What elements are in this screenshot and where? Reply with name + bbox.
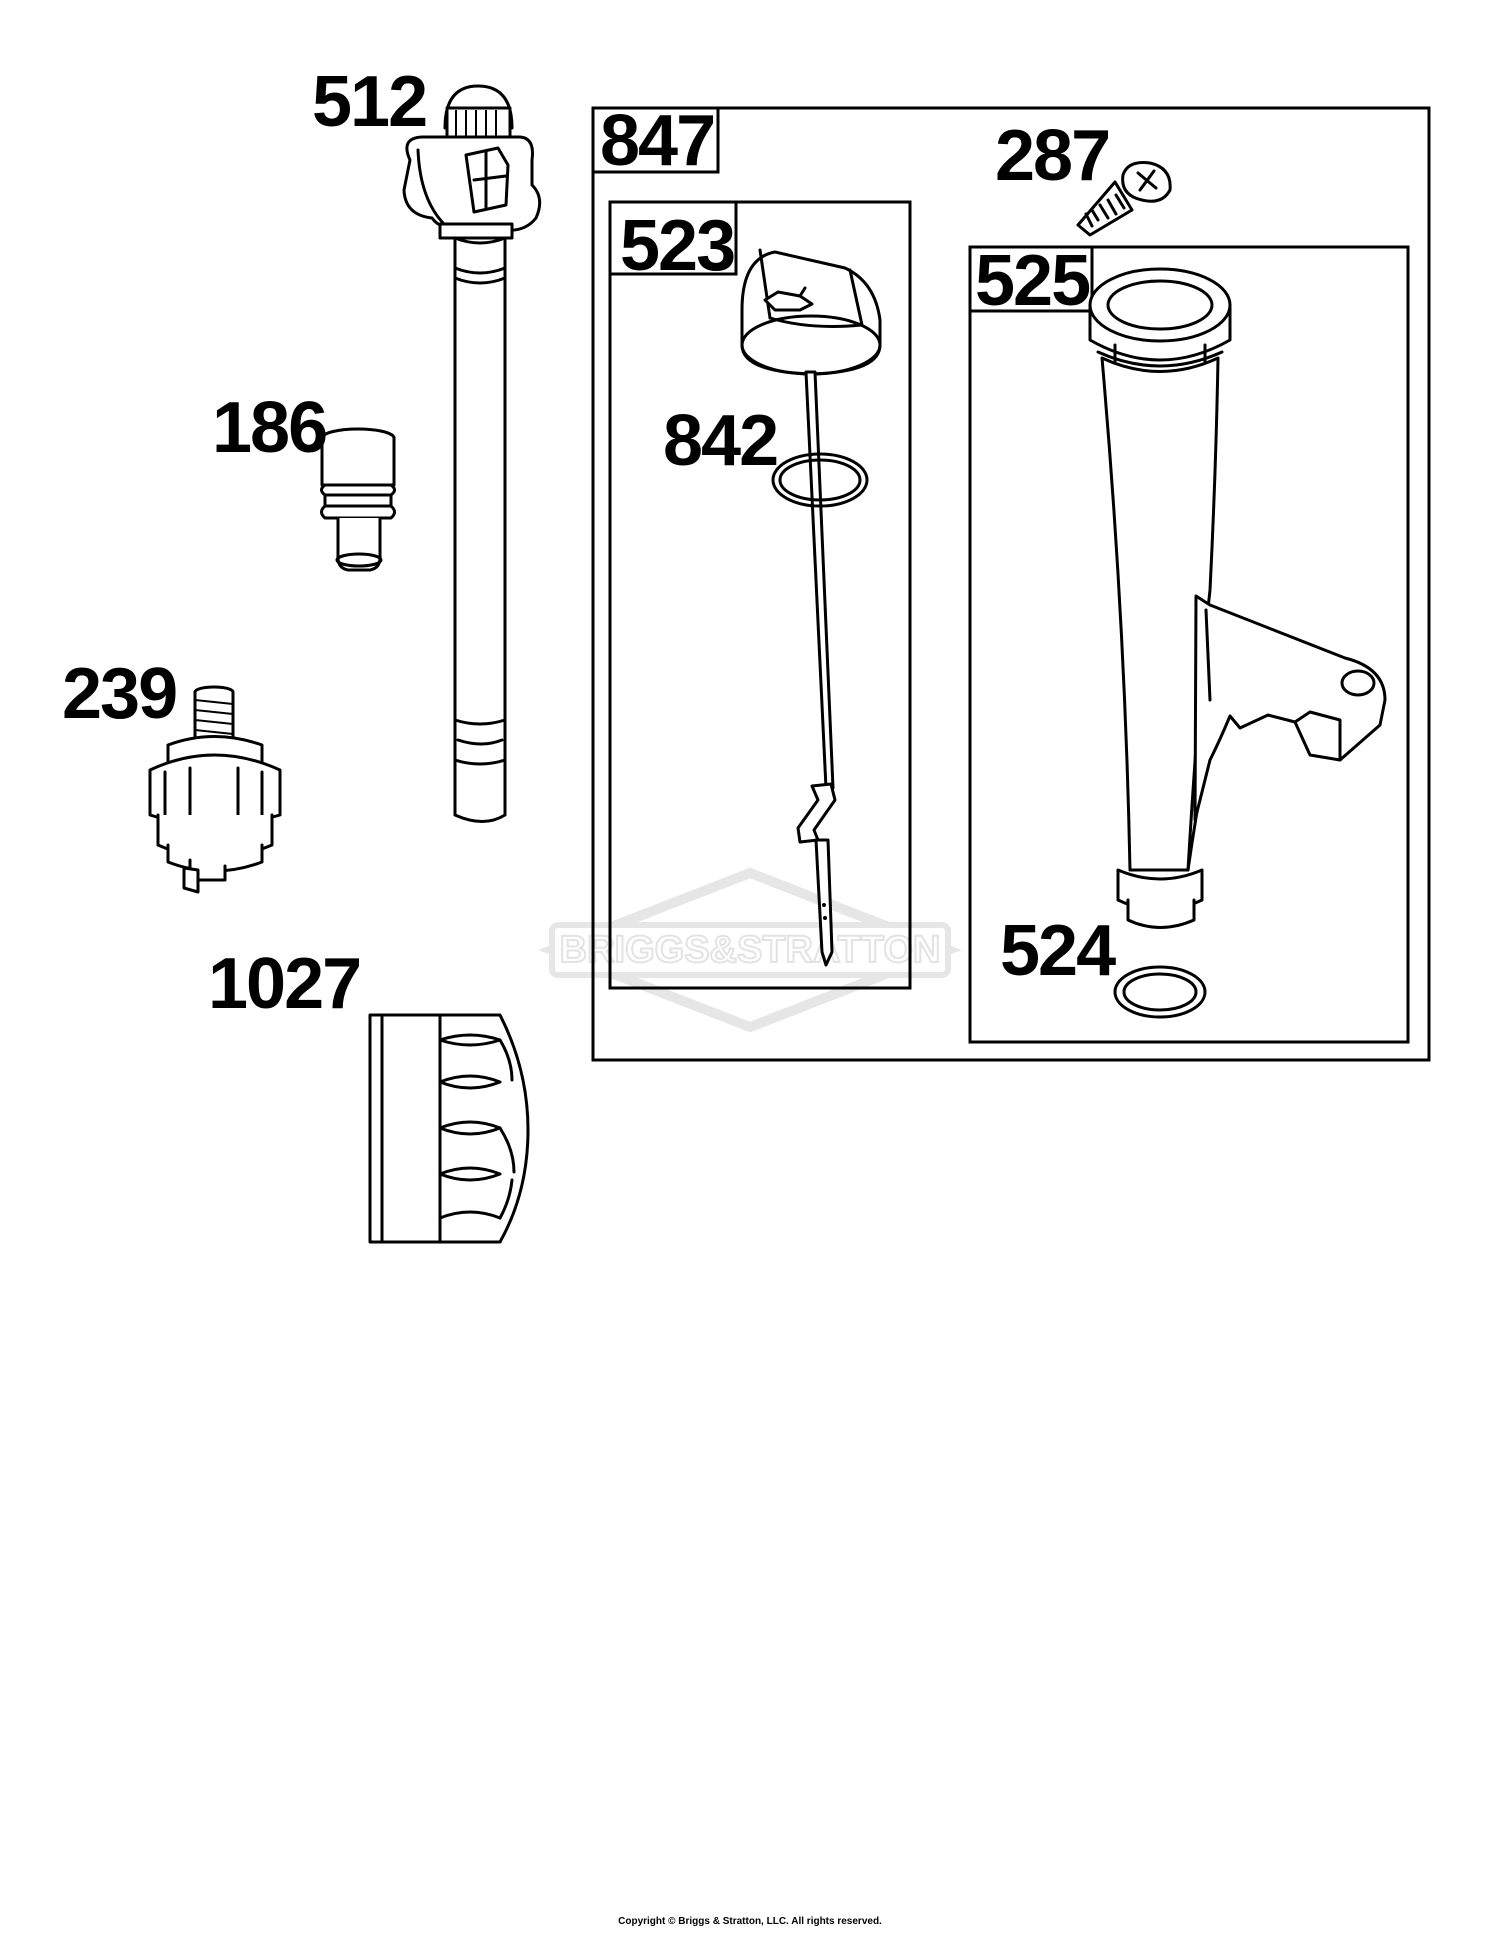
label-524: 524 bbox=[1000, 911, 1116, 991]
label-186: 186 bbox=[212, 388, 326, 468]
oil-filter-part[interactable] bbox=[368, 1013, 530, 1244]
oil-fill-tube-525-box bbox=[968, 245, 1410, 1044]
label-523: 523 bbox=[620, 206, 734, 286]
oil-pressure-switch-part[interactable] bbox=[148, 685, 282, 894]
dipstick-523-box bbox=[608, 200, 912, 990]
oil-drain-hose-part[interactable] bbox=[402, 84, 542, 823]
dipstick-part[interactable] bbox=[740, 248, 882, 967]
label-842: 842 bbox=[663, 401, 777, 481]
label-239: 239 bbox=[62, 654, 176, 734]
label-847: 847 bbox=[600, 101, 714, 181]
label-525: 525 bbox=[975, 241, 1090, 321]
fitting-part[interactable] bbox=[320, 427, 396, 572]
watermark-logo: BRIGGS&STRATTON bbox=[538, 867, 962, 1033]
label-1027: 1027 bbox=[208, 944, 360, 1024]
gasket-ring-part[interactable] bbox=[1113, 965, 1207, 1019]
oil-fill-tube-part[interactable] bbox=[1088, 267, 1387, 929]
copyright-notice: Copyright © Briggs & Stratton, LLC. All … bbox=[618, 1916, 882, 1927]
label-287: 287 bbox=[995, 116, 1109, 196]
kit-847-box bbox=[591, 106, 1431, 1062]
screw-part[interactable] bbox=[1076, 161, 1172, 237]
label-512: 512 bbox=[312, 62, 426, 142]
watermark-text: BRIGGS&STRATTON bbox=[560, 929, 941, 971]
o-ring-part[interactable] bbox=[771, 452, 869, 508]
